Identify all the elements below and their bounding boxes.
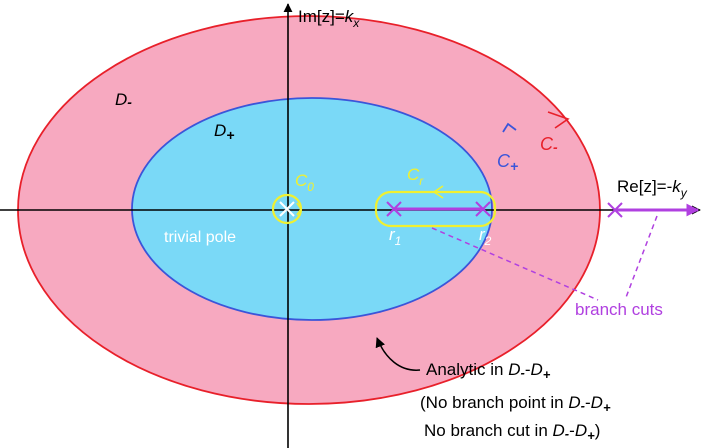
trivial-pole-marker bbox=[279, 201, 295, 217]
inner-region-label: D+ bbox=[214, 121, 234, 143]
imag-axis-label: Im[z]=kx bbox=[298, 7, 360, 30]
c-minus-label: C- bbox=[540, 134, 558, 155]
branch-cuts-label: branch cuts bbox=[575, 300, 663, 319]
branch-cut-pointer-right bbox=[624, 215, 658, 301]
branch-cut-pointer-left bbox=[431, 227, 599, 301]
real-axis-label: Re[z]=-ky bbox=[617, 177, 688, 200]
c-plus-label: C+ bbox=[497, 151, 518, 174]
branch-point-r3 bbox=[607, 202, 623, 218]
c-minus-direction-arrow bbox=[547, 111, 570, 129]
branch-point-r2 bbox=[475, 201, 491, 217]
c-r-label: Cr bbox=[407, 165, 424, 188]
r2-label: r2 bbox=[479, 225, 492, 248]
c-r-contour bbox=[374, 190, 497, 228]
analytic-pointer-arrow bbox=[375, 337, 421, 371]
c-zero-label: C0 bbox=[295, 171, 314, 194]
c-zero-direction-arrow bbox=[296, 202, 302, 216]
outer-region-label: D- bbox=[115, 90, 132, 110]
r3-label: r3 bbox=[618, 225, 631, 248]
analytic-note: Analytic in D--D+ bbox=[426, 360, 551, 382]
no-branch-cut-note: No branch cut in D--D+) bbox=[424, 421, 600, 443]
no-branch-point-note: (No branch point in D--D+ bbox=[420, 393, 611, 415]
c-plus-direction-arrow bbox=[502, 122, 517, 133]
trivial-pole-label: trivial pole bbox=[164, 229, 236, 246]
c-r-direction-arrow bbox=[432, 185, 444, 199]
branch-point-r1 bbox=[386, 201, 402, 217]
inner-region-d-plus bbox=[131, 97, 493, 321]
r1-label: r1 bbox=[389, 225, 401, 248]
